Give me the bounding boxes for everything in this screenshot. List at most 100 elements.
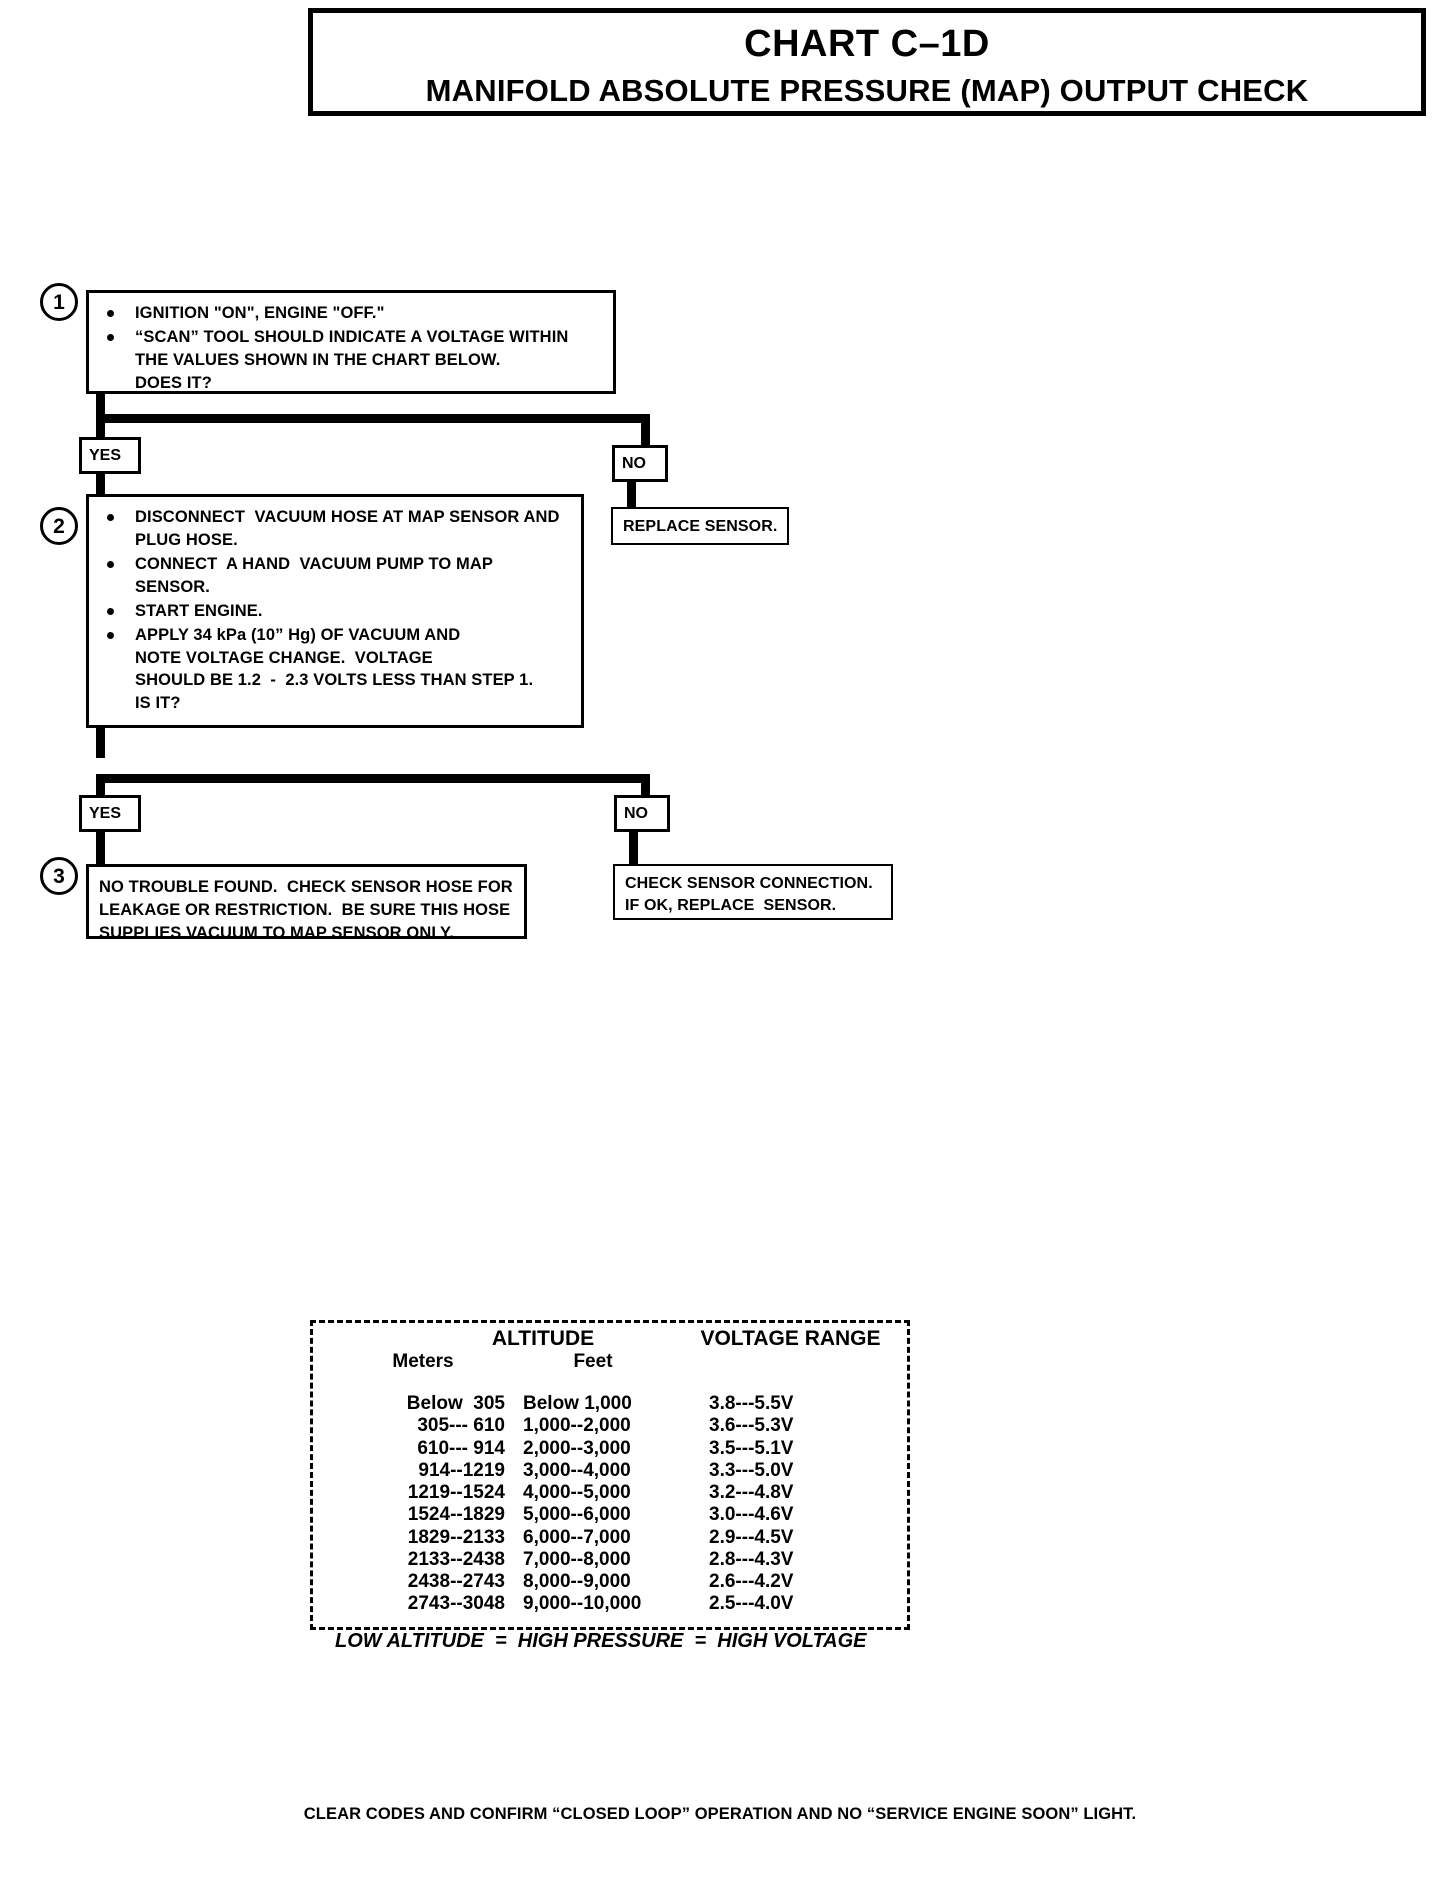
table-col-meters: Meters [392,1351,454,1372]
connector-v-step2-out [96,728,105,758]
cell-meters: 914--1219 [418,1459,505,1481]
table-row: 2133--2438 7,000--8,000 2.8---4.3V [347,1549,869,1571]
cell-meters: 610--- 914 [417,1437,505,1459]
step-2-b4-l2: NOTE VOLTAGE CHANGE. VOLTAGE [135,648,433,667]
branch-yes-2-label: YES [89,804,122,822]
step-2-b2-l1: CONNECT A HAND VACUUM PUMP TO MAP [135,554,493,573]
connector-h-step1 [96,414,650,423]
step-3-l1: NO TROUBLE FOUND. CHECK SENSOR HOSE FOR [99,878,513,896]
connector-v-step1-out [96,394,105,418]
step-2-b4-l3: SHOULD BE 1.2 - 2.3 VOLTS LESS THAN STEP… [135,671,534,690]
step-1-b2-l2: THE VALUES SHOWN IN THE CHART BELOW. [135,350,501,369]
cell-feet: 4,000--5,000 [523,1482,631,1504]
branch-yes-2: YES [79,795,141,832]
bullet-dot-icon [107,333,114,341]
step-3-l2: LEAKAGE OR RESTRICTION. BE SURE THIS HOS… [99,901,511,920]
table-row: Below 305 Below 1,000 3.8---5.5V [347,1393,869,1415]
cell-feet: 6,000--7,000 [523,1526,631,1548]
step-2-bullets: DISCONNECT VACUUM HOSE AT MAP SENSOR AND… [89,497,581,722]
table-group-altitude: ALTITUDE [491,1327,595,1350]
connector-v-no1-down [627,482,636,508]
bullet-dot-icon [107,631,114,639]
cell-voltage: 2.6---4.2V [709,1571,794,1593]
table-row: 2743--3048 9,000--10,000 2.5---4.0V [347,1593,869,1615]
cell-meters: 1219--1524 [407,1482,505,1504]
cell-voltage: 3.6---5.3V [709,1415,794,1437]
outcome-check-connection-l1: CHECK SENSOR CONNECTION. [625,875,873,892]
step-1-b1-l1: IGNITION "ON", ENGINE "OFF." [135,304,385,322]
cell-meters: 305--- 610 [417,1415,505,1437]
step-3-box: NO TROUBLE FOUND. CHECK SENSOR HOSE FOR … [86,864,527,942]
step-2-box: DISCONNECT VACUUM HOSE AT MAP SENSOR AND… [86,494,584,728]
cell-meters: 2133--2438 [407,1548,505,1570]
cell-feet: 2,000--3,000 [523,1437,631,1459]
step-2-b2-l2: SENSOR. [135,577,210,596]
bullet-dot-icon [107,607,114,615]
cell-feet: 7,000--8,000 [523,1548,631,1570]
step-2-b3-l1: START ENGINE. [135,601,263,620]
step-2-b1-l1: DISCONNECT VACUUM HOSE AT MAP SENSOR AND [135,508,560,526]
step-number-3: 3 [40,857,78,895]
step-1-b2-l1: “SCAN” TOOL SHOULD INDICATE A VOLTAGE WI… [135,327,569,346]
cell-voltage: 3.3---5.0V [709,1459,794,1481]
table-col-feet: Feet [573,1351,613,1372]
table-row: 305--- 610 1,000--2,000 3.6---5.3V [347,1415,869,1437]
cell-voltage: 3.0---4.6V [709,1504,794,1526]
cell-feet: Below 1,000 [523,1393,632,1414]
step-number-2: 2 [40,507,78,545]
branch-no-2-label: NO [624,804,648,822]
cell-meters: Below 305 [406,1393,505,1414]
footer-note: CLEAR CODES AND CONFIRM “CLOSED LOOP” OP… [303,1805,1137,1823]
page-title: CHART C–1D [744,23,990,65]
bullet-dot-icon [107,514,114,521]
step-2-b4-l4: IS IT? [135,694,181,713]
step-2-b4-l1: APPLY 34 kPa (10” Hg) OF VACUUM AND [135,625,461,644]
step-1-b2-l3: DOES IT? [135,373,212,392]
cell-voltage: 2.5---4.0V [709,1593,794,1615]
bullet-dot-icon [107,560,114,568]
outcome-check-connection-text: CHECK SENSOR CONNECTION. IF OK, REPLACE … [615,866,891,924]
connector-v-yes1-down [96,474,105,496]
list-item: DISCONNECT VACUUM HOSE AT MAP SENSOR AND… [101,506,575,552]
table-row: 2438--2743 8,000--9,000 2.6---4.2V [347,1571,869,1593]
step-number-1: 1 [40,283,78,321]
step-1-box: IGNITION "ON", ENGINE "OFF." “SCAN” TOOL… [86,290,616,394]
branch-no-1-label: NO [622,454,646,472]
table-footnote: LOW ALTITUDE = HIGH PRESSURE = HIGH VOLT… [335,1629,867,1652]
list-item: START ENGINE. [101,600,575,623]
table-row: 914--1219 3,000--4,000 3.3---5.0V [347,1460,869,1482]
connector-v-no2-down [629,832,638,864]
table-row: 610--- 914 2,000--3,000 3.5---5.1V [347,1438,869,1460]
connector-v-yes2-down [96,832,105,864]
outcome-replace-sensor-text: REPLACE SENSOR. [613,509,787,544]
cell-feet: 3,000--4,000 [523,1459,631,1481]
branch-yes-1-label: YES [89,446,122,464]
table-group-voltage: VOLTAGE RANGE [700,1327,881,1350]
altitude-voltage-table: ALTITUDE VOLTAGE RANGE Meters Feet Below… [310,1320,910,1652]
connector-h-step2 [96,774,650,783]
list-item: APPLY 34 kPa (10” Hg) OF VACUUM AND NOTE… [101,624,575,716]
list-item: “SCAN” TOOL SHOULD INDICATE A VOLTAGE WI… [101,326,607,395]
branch-no-2: NO [614,795,670,832]
connector-v-step2-no [641,774,650,804]
table-row: 1829--2133 6,000--7,000 2.9---4.5V [347,1527,869,1549]
step-1-bullets: IGNITION "ON", ENGINE "OFF." “SCAN” TOOL… [89,293,613,402]
chart-header: CHART C–1D MANIFOLD ABSOLUTE PRESSURE (M… [308,8,1426,116]
cell-voltage: 3.5---5.1V [709,1437,794,1459]
branch-no-1: NO [612,445,668,482]
branch-yes-1: YES [79,437,141,474]
table-body: Below 305 Below 1,000 3.8---5.5V 305--- … [347,1393,869,1616]
bullet-dot-icon [107,310,114,317]
step-3-text: NO TROUBLE FOUND. CHECK SENSOR HOSE FOR … [89,867,524,951]
cell-feet: 1,000--2,000 [523,1415,631,1437]
outcome-replace-sensor-box: REPLACE SENSOR. [611,507,789,545]
cell-meters: 1829--2133 [407,1526,505,1548]
page-subtitle: MANIFOLD ABSOLUTE PRESSURE (MAP) OUTPUT … [425,73,1309,108]
table-header: ALTITUDE VOLTAGE RANGE Meters Feet [313,1323,907,1381]
cell-feet: 5,000--6,000 [523,1504,631,1526]
table-row: 1219--1524 4,000--5,000 3.2---4.8V [347,1482,869,1504]
cell-meters: 2438--2743 [407,1571,505,1593]
cell-feet: 9,000--10,000 [523,1593,642,1615]
list-item: IGNITION "ON", ENGINE "OFF." [101,302,607,325]
